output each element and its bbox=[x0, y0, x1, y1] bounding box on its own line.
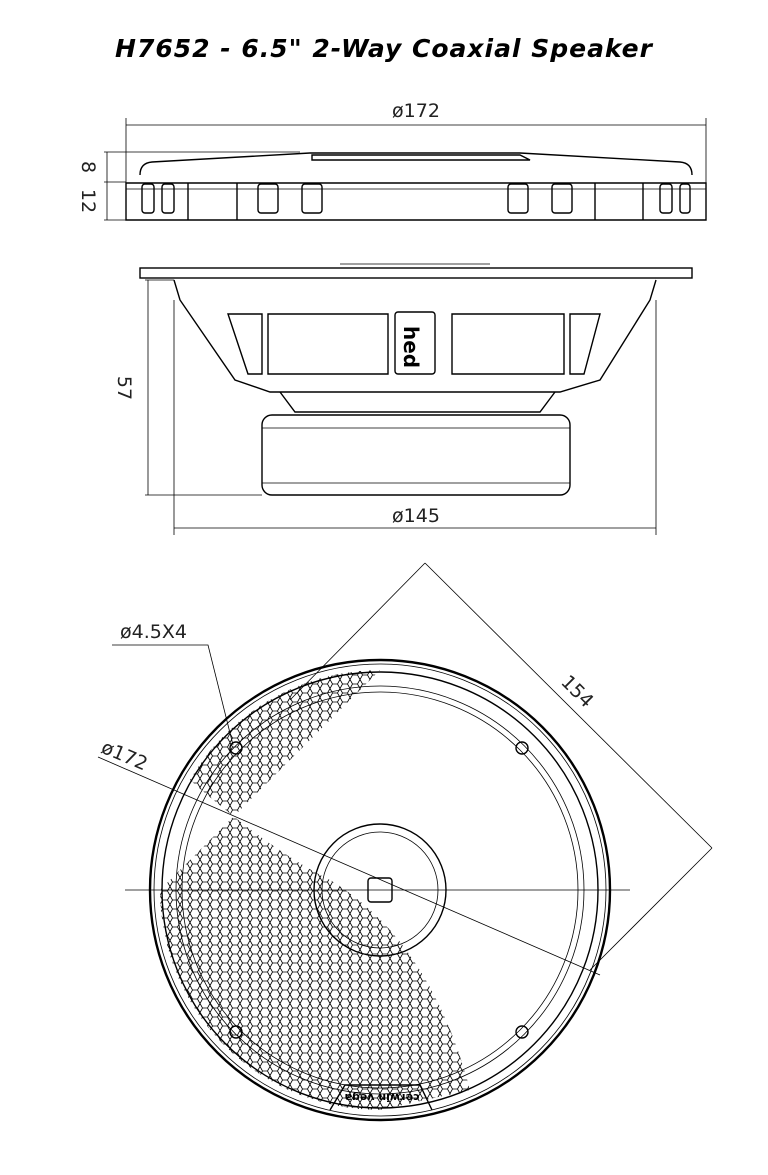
dimension-label-8: 8 bbox=[77, 161, 99, 173]
magnet bbox=[261, 414, 571, 496]
basket-windows bbox=[227, 311, 601, 375]
mounting-holes bbox=[229, 741, 529, 1039]
dimension-label-145: ø145 bbox=[392, 505, 440, 527]
basket-frame bbox=[173, 279, 657, 393]
basket-slots bbox=[141, 183, 691, 220]
hed-logo: hed bbox=[399, 326, 423, 368]
side-view: hed 57 ø145 bbox=[113, 263, 693, 535]
cerwin-vega-logo: cerwin vega bbox=[345, 1091, 420, 1104]
top-cone-outline bbox=[139, 152, 693, 176]
dimension-label-front-172: ø172 bbox=[98, 736, 151, 775]
dimension-label-172: ø172 bbox=[392, 100, 440, 122]
dimension-label-154: 154 bbox=[556, 671, 597, 712]
basket-rim bbox=[125, 182, 707, 221]
drawing-title: H7652 - 6.5" 2-Way Coaxial Speaker bbox=[115, 34, 653, 63]
logo-badge bbox=[329, 1084, 433, 1111]
dimension-label-12: 12 bbox=[77, 189, 99, 213]
dimension-label-hole: ø4.5X4 bbox=[120, 621, 187, 643]
top-view: ø172 8 12 bbox=[77, 100, 707, 221]
front-view: cerwin vega ø4.5X4 ø172 154 bbox=[97, 562, 713, 1122]
dimension-label-57: 57 bbox=[113, 376, 135, 400]
